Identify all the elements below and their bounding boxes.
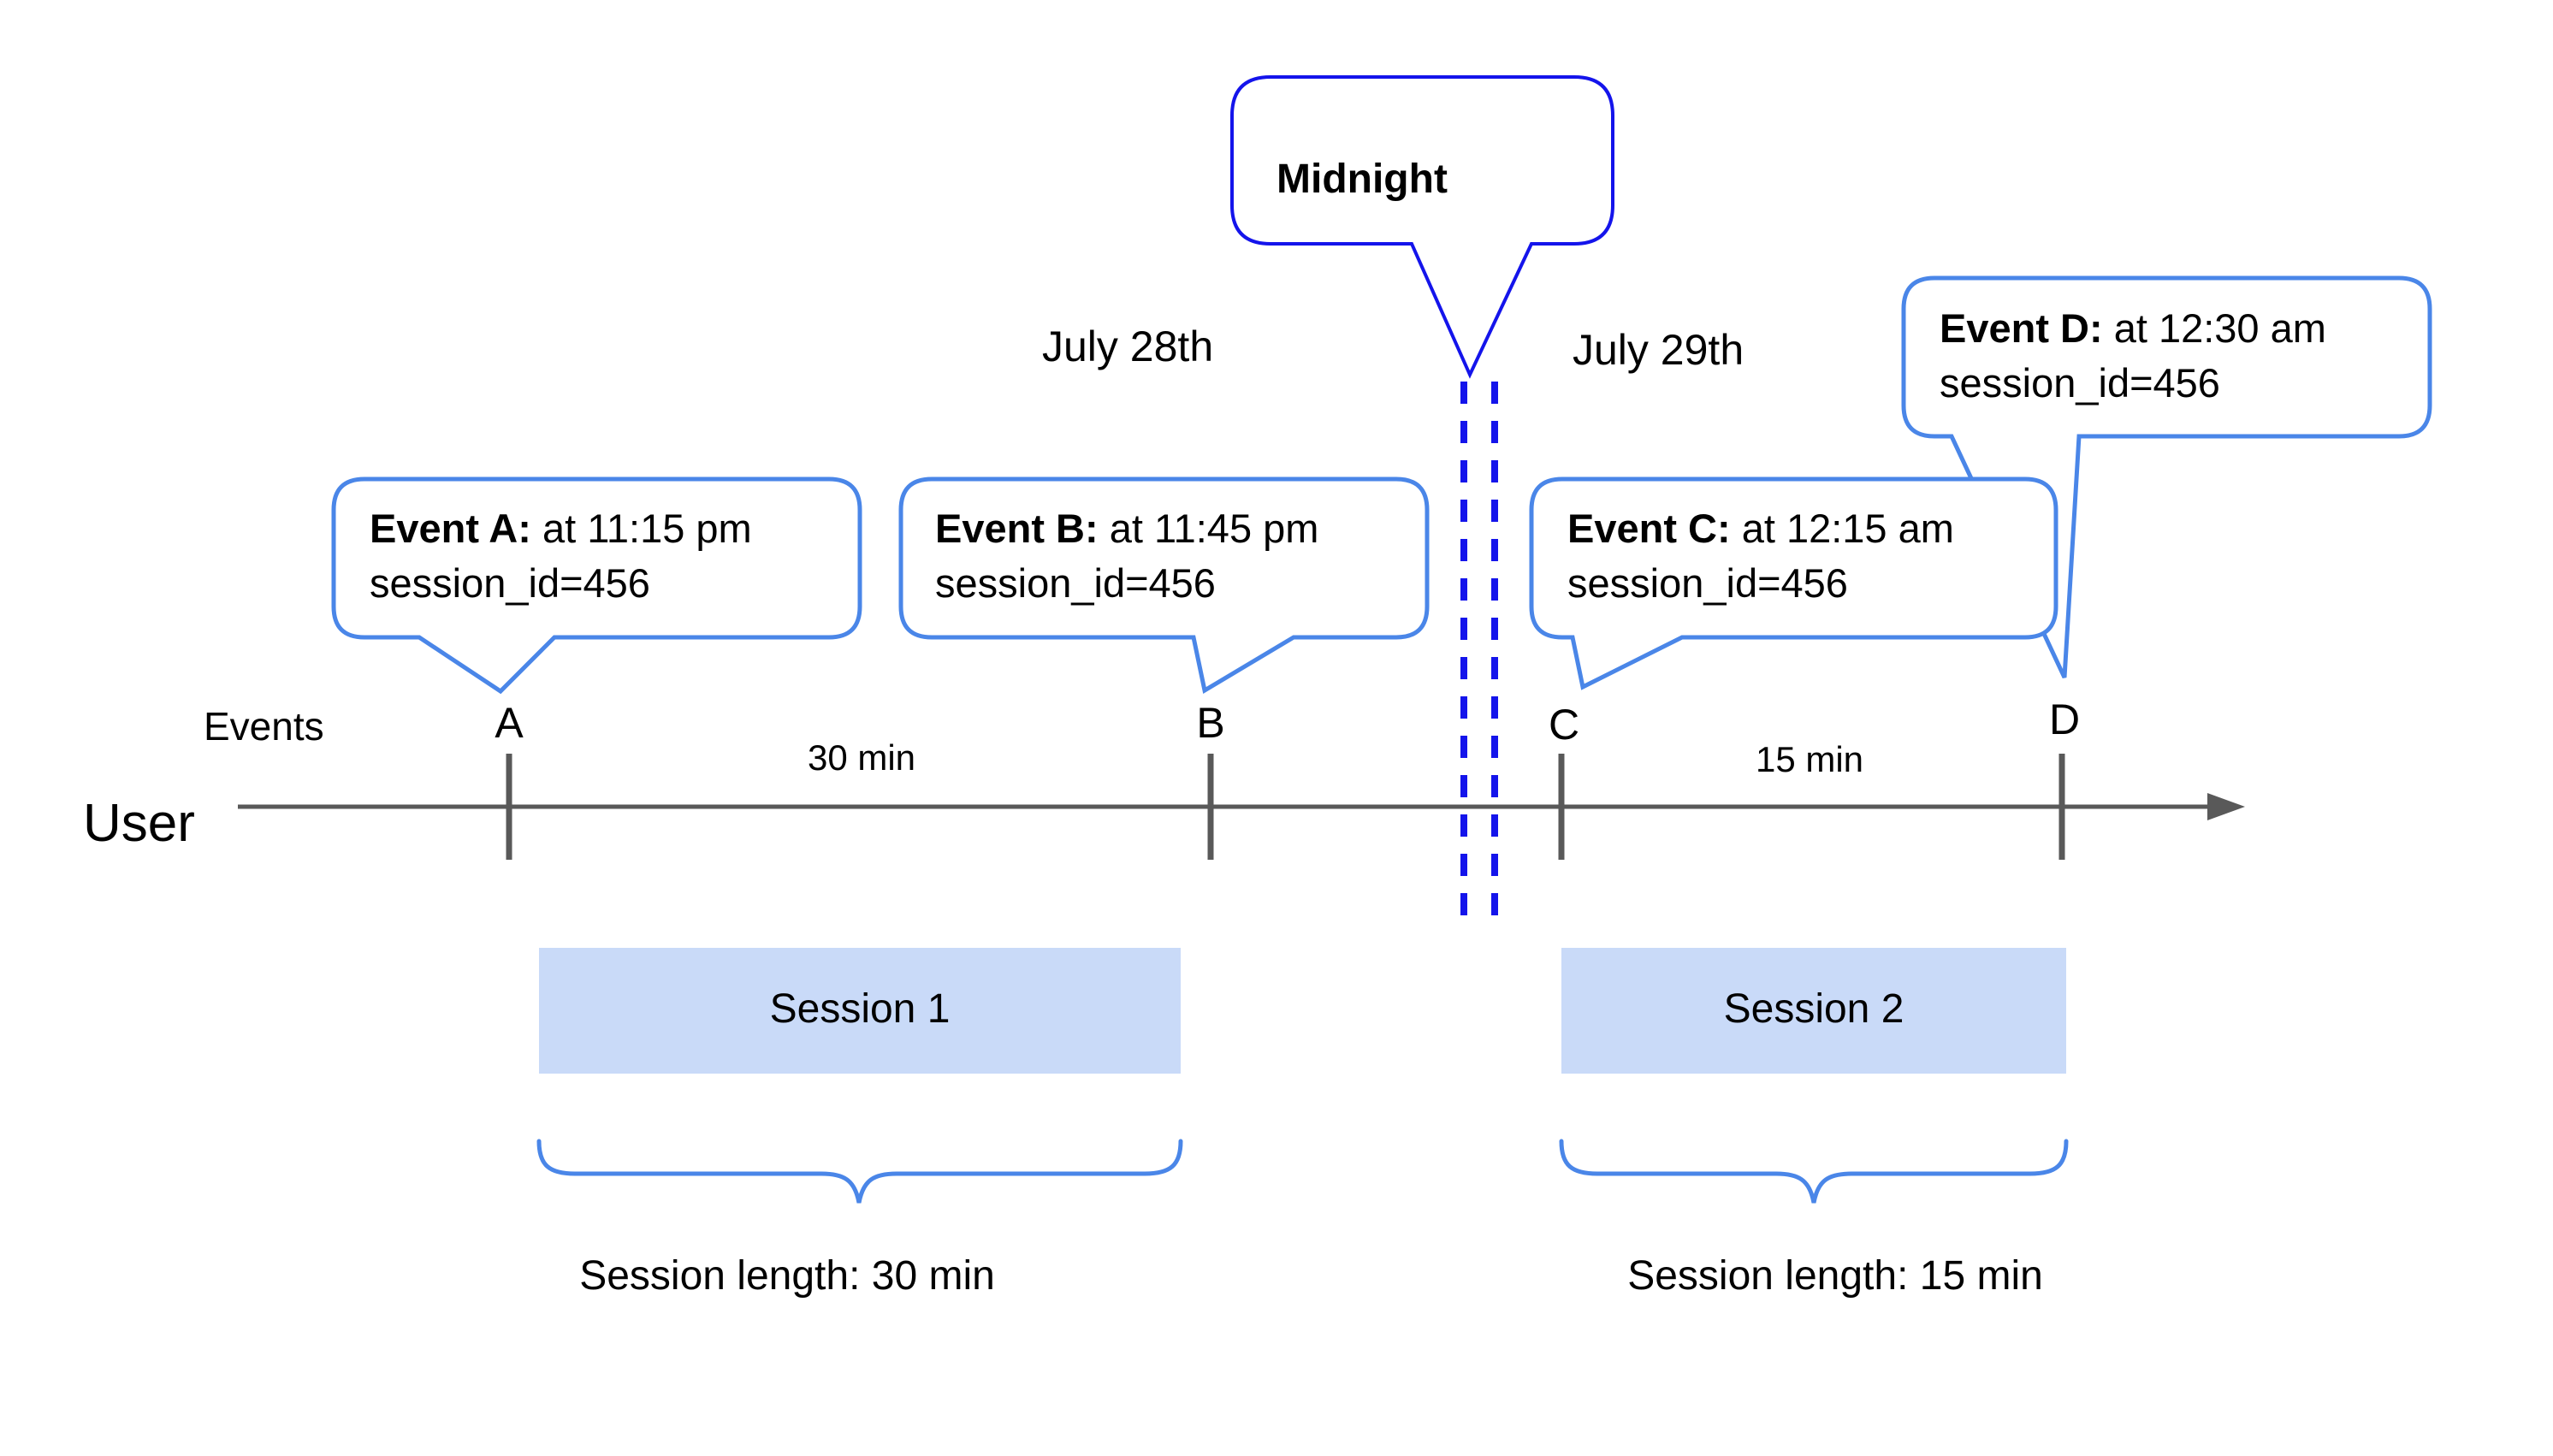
timeline-arrowhead-icon — [2207, 793, 2245, 820]
midnight-callout-bubble — [1230, 75, 1614, 379]
event-c-callout-bubble — [1529, 476, 2058, 690]
event-a-line1: Event A: at 11:15 pm — [370, 501, 752, 556]
interval-a-b: 30 min — [807, 737, 916, 778]
date-july-29: July 29th — [1573, 326, 1744, 374]
marker-c: C — [1548, 701, 1580, 749]
session-1-box — [539, 948, 1181, 1074]
session-1-name: Session 1 — [769, 986, 951, 1032]
event-d-line1: Event D: at 12:30 am — [1940, 301, 2326, 356]
event-b-line1: Event B: at 11:45 pm — [935, 501, 1318, 556]
event-a-callout-bubble — [331, 476, 862, 695]
interval-c-d: 15 min — [1755, 739, 1864, 779]
event-c-label: Event C: — [1567, 506, 1731, 551]
event-b-time: at 11:45 pm — [1098, 506, 1319, 551]
event-a-time: at 11:15 pm — [530, 506, 752, 551]
session-2-box — [1561, 948, 2066, 1074]
session-2-length: Session length: 15 min — [1627, 1253, 2043, 1299]
event-b-session-id: session_id=456 — [935, 560, 1216, 606]
session-1-length: Session length: 30 min — [579, 1253, 995, 1299]
marker-d: D — [2048, 695, 2081, 743]
event-c-callout-text: Event C: at 12:15 am session_id=456 — [1567, 501, 1954, 611]
session-2-name: Session 2 — [1723, 986, 1904, 1032]
event-d-time: at 12:30 am — [2102, 305, 2326, 351]
midnight-label: Midnight — [1276, 157, 1448, 202]
marker-a: A — [495, 699, 524, 747]
event-c-line1: Event C: at 12:15 am — [1567, 501, 1954, 556]
event-c-session-id: session_id=456 — [1567, 560, 1848, 606]
event-b-callout-bubble — [898, 476, 1430, 694]
event-a-label: Event A: — [370, 506, 531, 551]
event-a-callout-text: Event A: at 11:15 pm session_id=456 — [370, 501, 752, 611]
session-1-brace — [536, 1139, 1183, 1204]
date-july-28: July 28th — [1042, 323, 1214, 370]
session-2-brace — [1559, 1139, 2069, 1204]
events-axis-label: Events — [204, 704, 324, 749]
event-d-session-id: session_id=456 — [1940, 360, 2220, 405]
event-c-time: at 12:15 am — [1730, 506, 1954, 551]
marker-b: B — [1196, 699, 1225, 747]
event-d-callout-text: Event D: at 12:30 am session_id=456 — [1940, 301, 2326, 411]
event-a-session-id: session_id=456 — [370, 560, 650, 606]
event-d-label: Event D: — [1940, 305, 2103, 351]
event-b-label: Event B: — [935, 506, 1099, 551]
event-b-callout-text: Event B: at 11:45 pm session_id=456 — [935, 501, 1318, 611]
user-axis-label: User — [83, 794, 195, 853]
